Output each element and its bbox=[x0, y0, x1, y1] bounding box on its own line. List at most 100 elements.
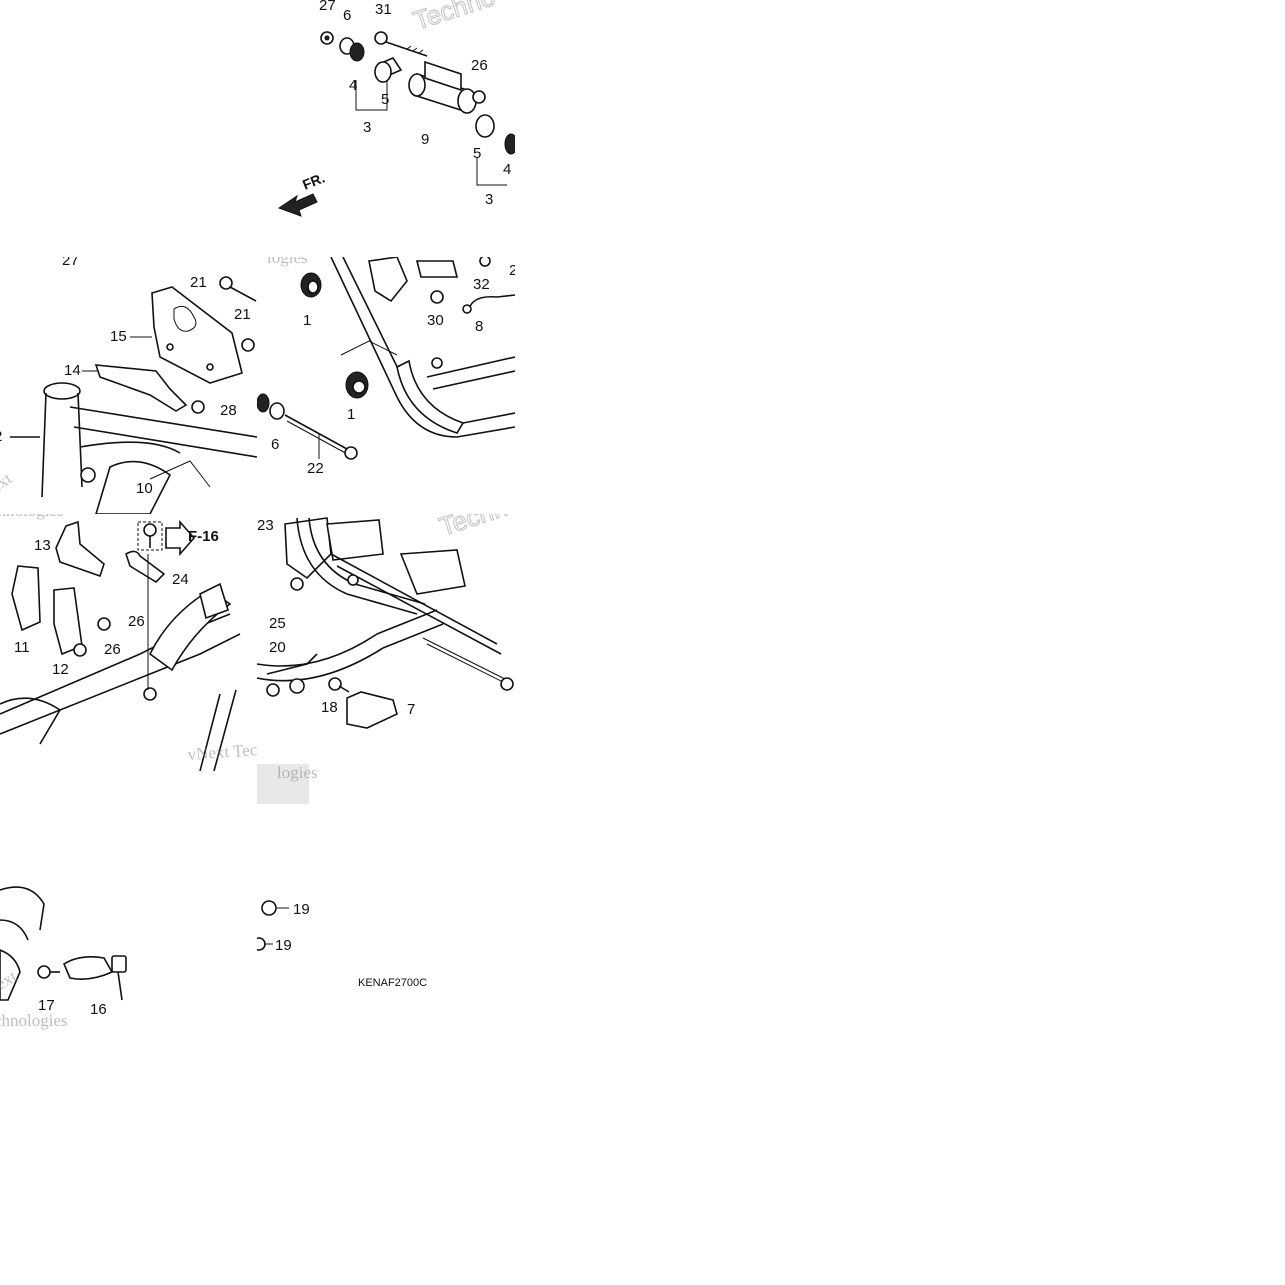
bushing-5 bbox=[374, 57, 403, 83]
bracket-14 bbox=[94, 364, 188, 412]
diagram-tile-nuts: 19 19 bbox=[257, 890, 337, 960]
callout-12: 12 bbox=[52, 661, 69, 678]
callout-6: 6 bbox=[343, 7, 351, 24]
seat-lock-16 bbox=[62, 955, 127, 1001]
nut-26 bbox=[472, 90, 486, 104]
watermark-text: Techno bbox=[410, 0, 499, 36]
bracket-line bbox=[355, 80, 388, 111]
bracket-8 bbox=[462, 294, 515, 314]
mount-1-top bbox=[300, 272, 322, 298]
callout-13: 13 bbox=[34, 537, 51, 554]
bracket-13 bbox=[55, 520, 105, 578]
diagram-tile-brackets: chnologies bbox=[0, 514, 257, 771]
bracket-11 bbox=[11, 565, 41, 632]
callout-1-lower: 1 bbox=[347, 406, 355, 423]
callout-2: 2 bbox=[509, 262, 515, 279]
callout-4: 4 bbox=[349, 77, 357, 94]
nut-26-lower bbox=[73, 643, 87, 657]
bracket-24 bbox=[125, 550, 166, 584]
diagram-tile-frame-head: ext 21 21 15 14 28 2 10 27 bbox=[0, 257, 257, 514]
direction-label: FR. bbox=[300, 169, 327, 192]
frame-tube bbox=[330, 257, 515, 438]
bolt-21-lower bbox=[241, 338, 255, 352]
callout-17: 17 bbox=[38, 997, 55, 1014]
bolt-28 bbox=[191, 400, 205, 414]
pivot-9 bbox=[408, 60, 477, 114]
callout-21: 21 bbox=[190, 274, 207, 291]
callout-4-right: 4 bbox=[503, 161, 511, 178]
callout-15: 15 bbox=[110, 328, 127, 345]
collar-6 bbox=[257, 393, 285, 420]
frame-lower bbox=[0, 582, 241, 771]
callout-32: 32 bbox=[473, 276, 490, 293]
bolt-flange bbox=[137, 521, 163, 551]
rear-mount bbox=[266, 653, 318, 697]
callout-22: 22 bbox=[307, 460, 324, 477]
bracket-7 bbox=[346, 691, 398, 729]
bolt-18 bbox=[328, 677, 350, 693]
callout-6: 6 bbox=[271, 436, 279, 453]
reference-arrow bbox=[165, 519, 196, 557]
bracket-line bbox=[476, 158, 507, 186]
bolt-32 bbox=[479, 257, 491, 267]
callout-23: 23 bbox=[257, 517, 274, 534]
callout-11: 11 bbox=[14, 639, 30, 656]
callout-24: 24 bbox=[172, 571, 189, 588]
bracket-12 bbox=[53, 587, 83, 656]
watermark-text: ext bbox=[0, 469, 16, 497]
callout-2: 2 bbox=[0, 428, 2, 445]
callout-8: 8 bbox=[475, 318, 483, 335]
callout-3-right: 3 bbox=[485, 191, 493, 208]
callout-14: 14 bbox=[64, 362, 81, 379]
diagram-code: KENAF2700C bbox=[358, 977, 428, 989]
shaded-area bbox=[257, 764, 309, 804]
bolt-31 bbox=[374, 31, 428, 57]
callout-5-right: 5 bbox=[473, 145, 481, 162]
watermark-text: Techno bbox=[436, 514, 515, 542]
callout-26-lower: 26 bbox=[104, 641, 121, 658]
callout-5: 5 bbox=[381, 91, 389, 108]
frame bbox=[10, 382, 257, 514]
bolt-22 bbox=[284, 414, 358, 460]
watermark-text: vNext Tec bbox=[187, 740, 257, 764]
callout-10: 10 bbox=[136, 480, 153, 497]
watermark-text: logies bbox=[267, 257, 308, 267]
callout-27: 27 bbox=[62, 257, 79, 269]
callout-7: 7 bbox=[407, 701, 415, 718]
callout-1: 1 bbox=[303, 312, 311, 329]
callout-16: 16 bbox=[90, 1001, 107, 1018]
nut-19 bbox=[261, 900, 289, 916]
bolt-30 bbox=[430, 290, 444, 304]
nut-26 bbox=[97, 617, 111, 631]
watermark-text: chnologies bbox=[0, 514, 64, 520]
callout-18: 18 bbox=[321, 699, 338, 716]
callout-25: 25 bbox=[269, 615, 286, 632]
callout-19: 19 bbox=[293, 901, 310, 918]
callout-21-lower: 21 bbox=[234, 306, 251, 323]
watermark-text: chnologies bbox=[0, 1011, 68, 1030]
callout-30: 30 bbox=[427, 312, 444, 329]
diagram-tile-mounts: logies 32 2 1 30 8 1 6 bbox=[257, 257, 515, 514]
callout-28: 28 bbox=[220, 402, 237, 419]
bushing-4 bbox=[349, 42, 365, 62]
callout-27: 27 bbox=[319, 0, 336, 14]
callout-9: 9 bbox=[421, 131, 429, 148]
frame-corner bbox=[0, 886, 45, 1001]
callout-26: 26 bbox=[128, 613, 145, 630]
rear-frame bbox=[257, 517, 514, 691]
diagram-tile-rear-frame: Techno logies 23 2 bbox=[257, 514, 515, 804]
bolt-17 bbox=[37, 965, 60, 979]
watermark-text: logies bbox=[277, 763, 318, 782]
mount-1-lower bbox=[345, 371, 369, 399]
diagram-tile-lock: ext chnologies 17 16 bbox=[0, 860, 257, 1035]
callout-20: 20 bbox=[269, 639, 286, 656]
bolt-21 bbox=[219, 276, 257, 302]
bushing-4-right bbox=[504, 133, 515, 155]
callout-3: 3 bbox=[363, 119, 371, 136]
callout-26: 26 bbox=[471, 57, 488, 74]
nut-19-lower bbox=[257, 937, 273, 951]
bracket-15 bbox=[151, 286, 243, 384]
diagram-tile-top: Techno F bbox=[257, 0, 515, 257]
callout-19-lower: 19 bbox=[275, 937, 292, 954]
